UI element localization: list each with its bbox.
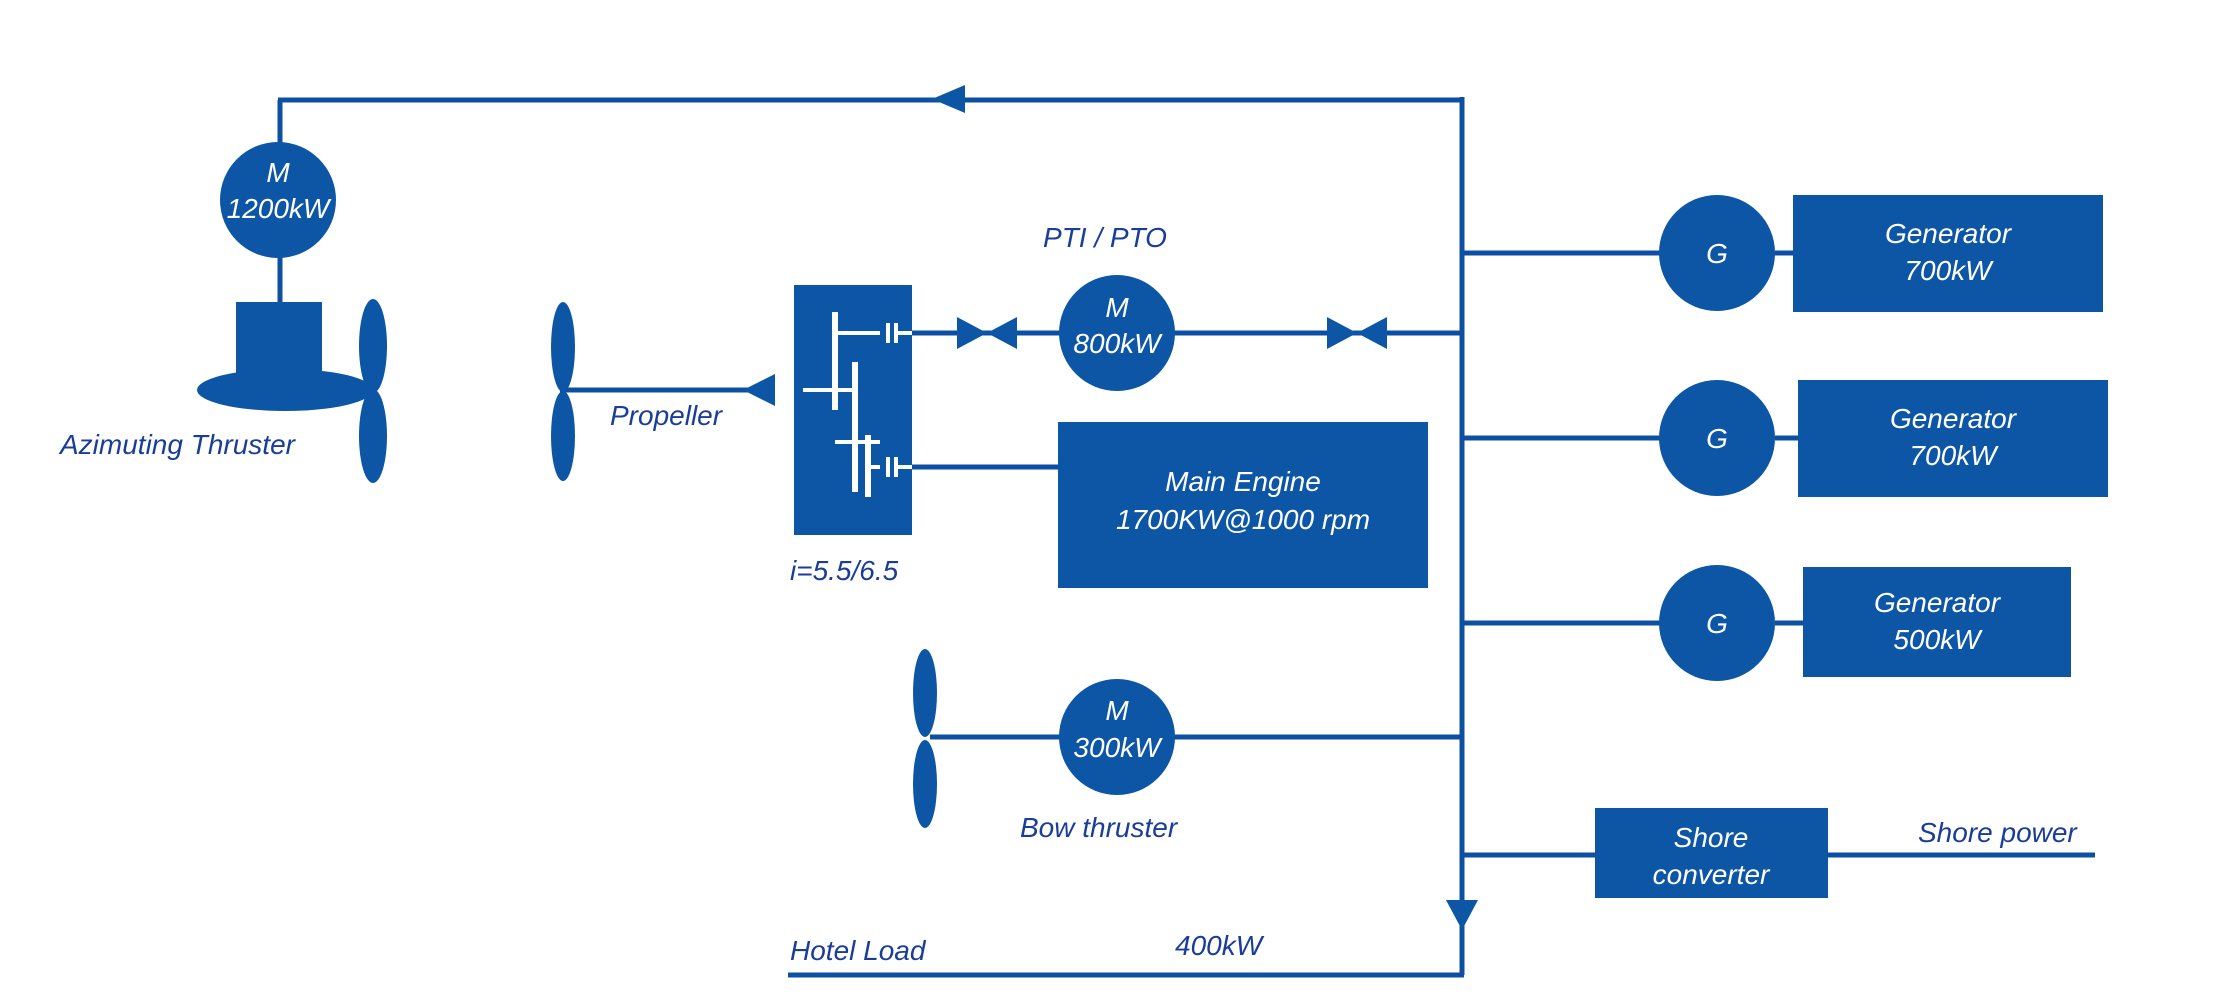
bow-motor-power: 300kW bbox=[1073, 732, 1163, 763]
gen2-symbol: G bbox=[1706, 423, 1728, 454]
gen2-circle bbox=[1659, 380, 1775, 496]
valve-icon bbox=[1327, 317, 1357, 349]
propeller-label: Propeller bbox=[610, 400, 724, 431]
main-engine-box bbox=[1058, 422, 1428, 588]
gen3-title: Generator bbox=[1874, 587, 2002, 618]
shore-power-label: Shore power bbox=[1918, 817, 2078, 848]
propeller-arrow-icon bbox=[743, 374, 775, 406]
gen1-title: Generator bbox=[1885, 218, 2013, 249]
gearbox: i=5.5/6.5 bbox=[790, 285, 912, 586]
main-engine-title: Main Engine bbox=[1165, 466, 1321, 497]
azimuting-pod-base bbox=[197, 369, 373, 411]
valve-icon bbox=[1357, 317, 1387, 349]
hotel-load-power: 400kW bbox=[1175, 930, 1265, 961]
shore-converter-box bbox=[1595, 808, 1828, 898]
generator-2: G Generator 700kW bbox=[1659, 380, 2108, 497]
pti-pto-motor: PTI / PTO M 800kW bbox=[1043, 222, 1175, 391]
generator-1: G Generator 700kW bbox=[1659, 195, 2103, 312]
azimuting-thruster-label: Azimuting Thruster bbox=[58, 429, 297, 460]
shore-converter: Shore converter Shore power bbox=[1595, 808, 2078, 898]
gearbox-ratio-label: i=5.5/6.5 bbox=[790, 555, 899, 586]
main-engine: Main Engine 1700KW@1000 rpm bbox=[1058, 422, 1428, 588]
bow-thruster: M 300kW Bow thruster bbox=[913, 649, 1179, 843]
hotel-load-label: Hotel Load bbox=[790, 935, 927, 966]
propeller-blade-icon bbox=[551, 391, 575, 481]
propeller-blade-icon bbox=[551, 302, 575, 392]
pti-motor-power: 800kW bbox=[1073, 328, 1163, 359]
azimuting-blade-icon bbox=[359, 299, 387, 393]
azimuting-thruster: M 1200kW Azimuting Thruster bbox=[58, 142, 387, 483]
gen1-circle bbox=[1659, 195, 1775, 311]
hotel-load: Hotel Load 400kW bbox=[790, 930, 1265, 966]
bow-thruster-label: Bow thruster bbox=[1020, 812, 1179, 843]
shore-converter-line2: converter bbox=[1653, 859, 1771, 890]
valve-icon bbox=[957, 317, 987, 349]
gen2-box bbox=[1798, 380, 2108, 497]
shore-converter-line1: Shore bbox=[1674, 822, 1749, 853]
pti-pto-label: PTI / PTO bbox=[1043, 222, 1167, 253]
valve-icon bbox=[987, 317, 1017, 349]
bow-motor-symbol: M bbox=[1105, 695, 1129, 726]
gen3-symbol: G bbox=[1706, 608, 1728, 639]
main-propeller: Propeller bbox=[551, 302, 724, 481]
gen3-circle bbox=[1659, 565, 1775, 681]
gen3-power: 500kW bbox=[1893, 624, 1983, 655]
bow-motor bbox=[1059, 679, 1175, 795]
gen1-box bbox=[1793, 195, 2103, 312]
bow-blade-icon bbox=[913, 649, 937, 737]
hotel-arrow-icon bbox=[1446, 900, 1478, 930]
bow-blade-icon bbox=[913, 740, 937, 828]
azimuting-blade-icon bbox=[359, 389, 387, 483]
gen2-title: Generator bbox=[1890, 403, 2018, 434]
generator-3: G Generator 500kW bbox=[1659, 565, 2071, 681]
azimuting-motor bbox=[220, 142, 336, 258]
gen2-power: 700kW bbox=[1909, 440, 1999, 471]
main-engine-rating: 1700KW@1000 rpm bbox=[1116, 504, 1370, 535]
azimuting-motor-power: 1200kW bbox=[227, 193, 332, 224]
gen3-box bbox=[1803, 567, 2071, 677]
gen1-symbol: G bbox=[1706, 238, 1728, 269]
pti-motor bbox=[1059, 275, 1175, 391]
azimuting-motor-symbol: M bbox=[266, 157, 290, 188]
top-arrow-icon bbox=[932, 85, 965, 113]
pti-motor-symbol: M bbox=[1105, 292, 1129, 323]
gen1-power: 700kW bbox=[1904, 255, 1994, 286]
